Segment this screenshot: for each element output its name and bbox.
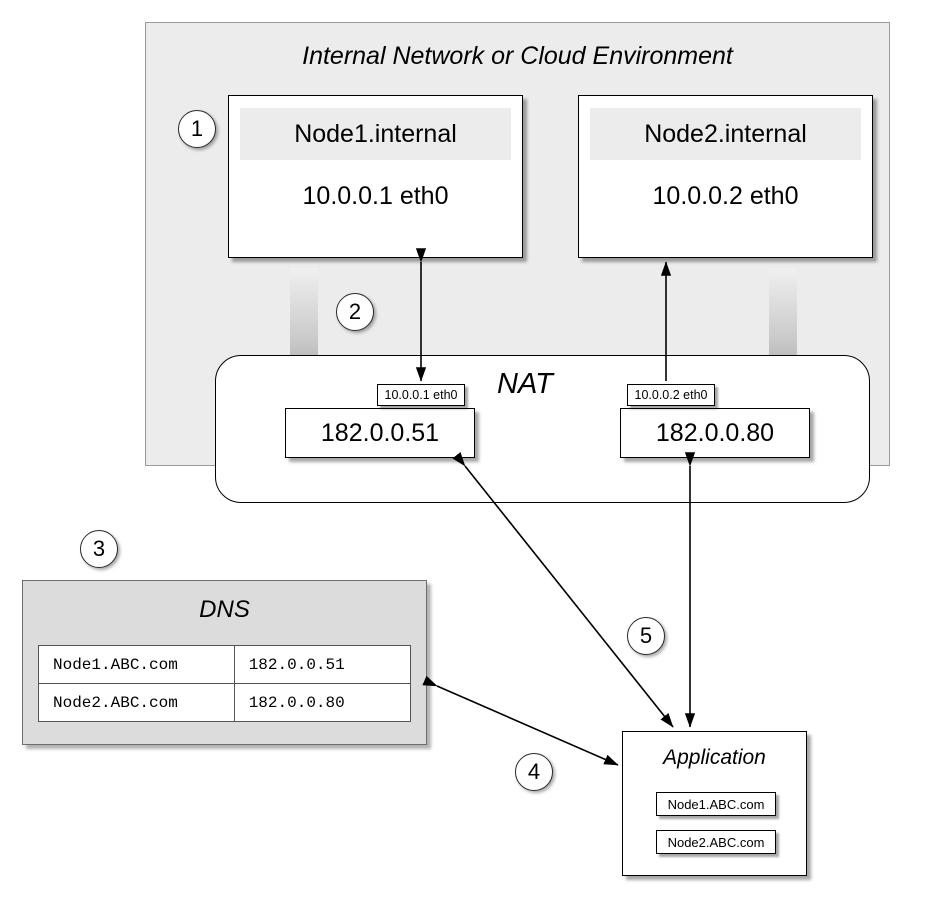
gray-arrow-right xyxy=(751,268,815,400)
callout-4[interactable]: 4 xyxy=(515,753,553,791)
application-box[interactable]: Application Node1.ABC.com Node2.ABC.com xyxy=(622,731,807,876)
environment-title: Internal Network or Cloud Environment xyxy=(302,42,733,70)
node2-address: 10.0.0.2 eth0 xyxy=(652,182,799,210)
table-row: Node2.ABC.com 182.0.0.80 xyxy=(38,683,412,722)
node1-address: 10.0.0.1 eth0 xyxy=(302,182,449,210)
nat-public-ip-2[interactable]: 182.0.0.80 xyxy=(620,408,810,458)
nat-internal-tag-1: 10.0.0.1 eth0 xyxy=(377,384,465,406)
node2-hostname: Node2.internal xyxy=(590,108,861,160)
callout-2[interactable]: 2 xyxy=(336,293,374,331)
node2-box[interactable]: Node2.internal 10.0.0.2 eth0 xyxy=(578,95,873,258)
application-title: Application xyxy=(663,746,766,769)
dns-title: DNS xyxy=(199,596,250,623)
gray-arrow-left xyxy=(272,268,336,400)
node1-box[interactable]: Node1.internal 10.0.0.1 eth0 xyxy=(228,95,523,258)
table-row: Node1.ABC.com 182.0.0.51 xyxy=(38,645,412,684)
callout-3[interactable]: 3 xyxy=(80,530,118,568)
application-entry-2[interactable]: Node2.ABC.com xyxy=(656,830,776,854)
dns-hostname-1: Node1.ABC.com xyxy=(38,645,235,684)
dns-address-1: 182.0.0.51 xyxy=(233,645,412,684)
nat-title: NAT xyxy=(497,368,553,400)
dns-hostname-2: Node2.ABC.com xyxy=(38,683,235,722)
dns-record-table: Node1.ABC.com 182.0.0.51 Node2.ABC.com 1… xyxy=(38,645,412,722)
application-entry-1[interactable]: Node1.ABC.com xyxy=(656,792,776,816)
callout-5[interactable]: 5 xyxy=(627,617,665,655)
node1-hostname: Node1.internal xyxy=(240,108,511,160)
dns-address-2: 182.0.0.80 xyxy=(233,683,412,722)
nat-public-ip-1[interactable]: 182.0.0.51 xyxy=(285,408,475,458)
nat-internal-tag-2: 10.0.0.2 eth0 xyxy=(627,384,715,406)
callout-1[interactable]: 1 xyxy=(178,110,216,148)
